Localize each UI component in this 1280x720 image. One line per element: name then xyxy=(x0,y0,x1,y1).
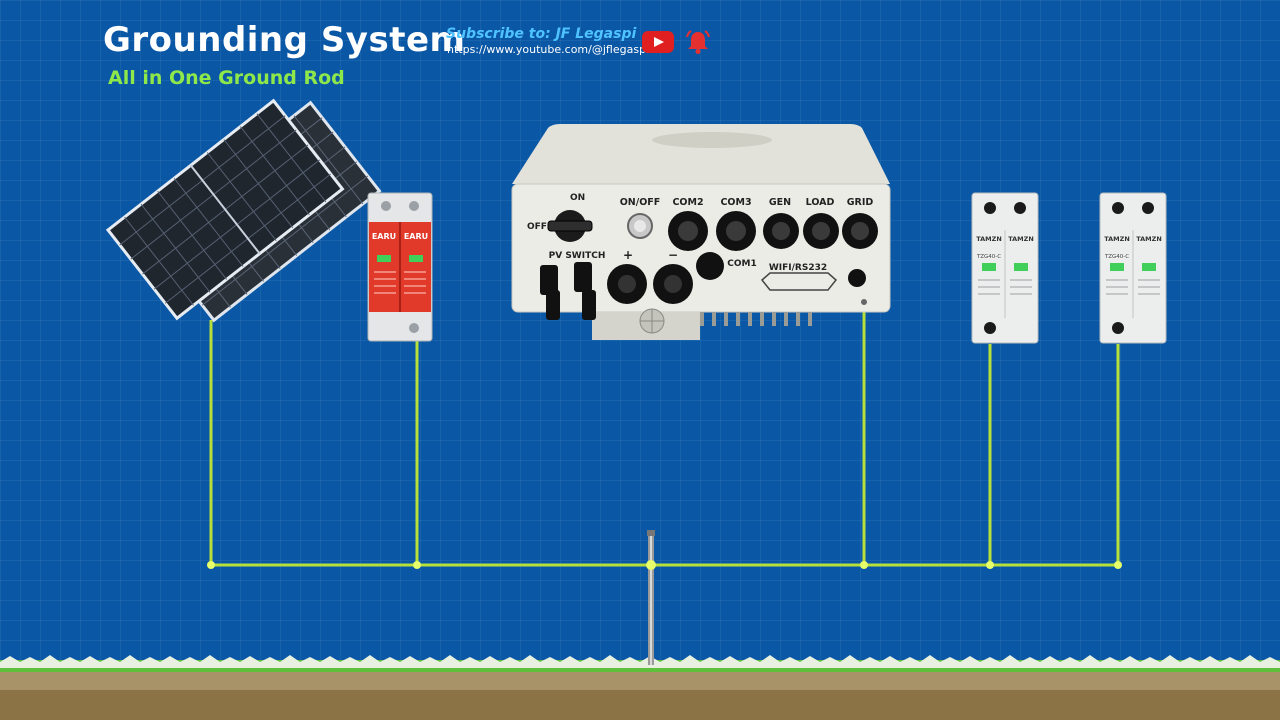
solar-panel-front xyxy=(105,98,345,321)
ac-spd-2-brand-right: TAMZN xyxy=(1136,235,1162,243)
ac-spd-2-model: TZG40-C xyxy=(1104,254,1129,260)
com1-label: COM1 xyxy=(727,259,756,269)
port-label-com3: COM3 xyxy=(720,197,751,208)
ac-surge-protector-1: TAMZN TAMZN TZG40-C xyxy=(971,192,1039,344)
ac-spd-1-brand-left: TAMZN xyxy=(976,235,1002,243)
port-label-grid: GRID xyxy=(847,197,874,208)
ground-rod xyxy=(647,530,655,665)
ac-spd-1-brand-right: TAMZN xyxy=(1008,235,1034,243)
ground-wires xyxy=(209,302,1120,567)
dc-surge-protector: EARU EARU xyxy=(367,192,433,342)
port-label-on-off: ON/OFF xyxy=(620,197,661,208)
wire-junctions xyxy=(207,560,1122,570)
hybrid-inverter: ON OFF ON/OFF COM2 COM3 GEN LOAD GRID P xyxy=(511,124,891,340)
off-label: OFF xyxy=(527,222,547,232)
bell-icon xyxy=(686,30,710,54)
plus-label: + xyxy=(623,248,633,262)
ac-spd-1-model: TZG40-C xyxy=(976,254,1001,260)
subscribe-label: Subscribe to: JF Legaspi xyxy=(446,26,637,42)
solar-panels xyxy=(105,98,382,323)
port-label-load: LOAD xyxy=(806,197,835,208)
pv-switch-label: PV SWITCH xyxy=(549,251,606,261)
ac-spd-2-brand-left: TAMZN xyxy=(1104,235,1130,243)
dc-spd-brand-right: EARU xyxy=(404,232,428,241)
port-label-com2: COM2 xyxy=(672,197,703,208)
dc-spd-brand-left: EARU xyxy=(372,232,396,241)
ground xyxy=(0,655,1280,720)
channel-url: https://www.youtube.com/@jflegaspi xyxy=(447,43,650,56)
minus-label: − xyxy=(668,248,678,262)
wifi-label: WIFI/RS232 xyxy=(769,263,827,273)
on-label: ON xyxy=(570,193,585,203)
port-label-gen: GEN xyxy=(769,197,791,208)
youtube-icon xyxy=(642,31,674,53)
ac-surge-protector-2: TAMZN TAMZN TZG40-C xyxy=(1099,192,1167,344)
page-subtitle: All in One Ground Rod xyxy=(108,67,345,89)
page-title: Grounding System xyxy=(103,20,466,60)
